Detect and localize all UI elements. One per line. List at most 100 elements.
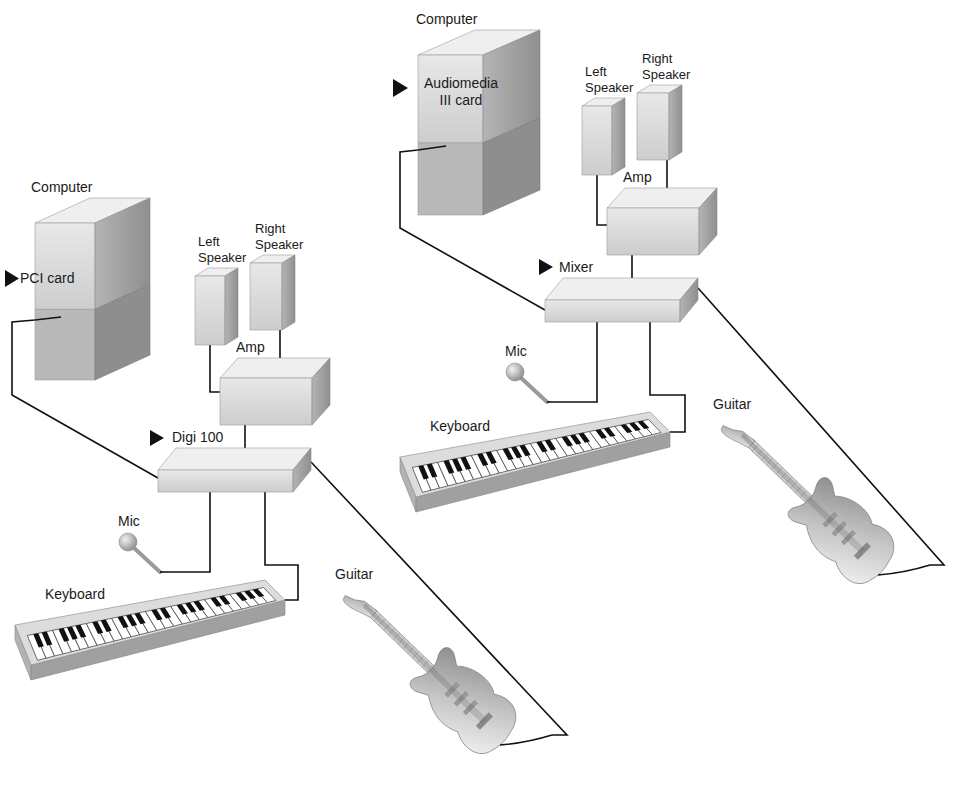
box-front (545, 300, 680, 322)
black-key (219, 596, 231, 605)
black-key (126, 614, 137, 626)
black-key (427, 464, 438, 478)
black-key (629, 422, 641, 431)
guitar-string (743, 433, 864, 550)
cable-stub (878, 565, 930, 575)
component-label: Keyboard (430, 418, 520, 435)
keyboard-top (400, 412, 670, 497)
guitar-fret (790, 481, 796, 488)
box-side (312, 358, 330, 425)
guitar-neck (368, 609, 439, 678)
guitar-string (365, 603, 486, 720)
black-key (604, 428, 616, 437)
mic-handle (133, 547, 160, 572)
box-side (612, 98, 625, 175)
microphone: Mic (505, 362, 552, 410)
black-key (177, 604, 188, 614)
node-shape (250, 255, 295, 330)
cable-stub (500, 735, 552, 745)
black-key (134, 613, 145, 625)
device-box: Amp (607, 188, 717, 255)
component-label: Guitar (713, 396, 783, 413)
keyboard-instrument: Keyboard (400, 410, 670, 515)
guitar-pickup (463, 700, 477, 715)
guitar-fret (776, 468, 782, 475)
device-box: Amp (220, 358, 330, 425)
guitar-fret (388, 628, 394, 635)
guitar-fret (795, 486, 801, 493)
component-label: Computer (416, 11, 506, 28)
box-side (293, 448, 311, 492)
box-faces (250, 255, 295, 330)
guitar-fret (379, 619, 385, 626)
guitar-instrument: Guitar (718, 415, 930, 605)
box-faces (220, 358, 330, 425)
component-label: Mixer (559, 259, 649, 276)
box-front (582, 106, 612, 175)
guitar-fret (403, 642, 409, 649)
component-label: Computer (31, 179, 121, 196)
mic-handle (520, 377, 547, 402)
pointer-triangle (5, 270, 19, 287)
black-key (460, 457, 471, 470)
guitar-bridge (854, 542, 871, 559)
black-key (536, 441, 547, 452)
box-front (637, 93, 669, 160)
device-box: ComputerPCI card (35, 198, 150, 380)
black-key (418, 465, 429, 479)
black-key (578, 433, 589, 443)
node-shape (718, 415, 930, 605)
guitar-figure (706, 398, 904, 593)
guitar-string (364, 605, 484, 721)
guitar-pickup (841, 530, 855, 545)
node-shape (220, 358, 330, 425)
cable-stub (547, 401, 552, 403)
guitar-pickup (445, 683, 459, 698)
component-label: Right Speaker (255, 221, 311, 252)
box-faces (195, 268, 238, 345)
guitar-pickup (832, 521, 846, 536)
box-front (220, 378, 312, 425)
box-top (607, 188, 717, 208)
mic-head (506, 363, 524, 381)
device-box: Right Speaker (250, 255, 295, 330)
black-key (236, 592, 248, 601)
guitar-fret (752, 444, 758, 451)
black-key (570, 434, 581, 444)
guitar-fret (762, 454, 768, 461)
component-label: PCI card (20, 270, 100, 287)
device-box: Left Speaker (195, 268, 238, 345)
pointer-triangle (150, 430, 164, 446)
device-box: Left Speaker (582, 98, 625, 175)
component-label: Amp (623, 169, 673, 186)
component-label: Guitar (335, 566, 405, 583)
black-key (503, 448, 514, 460)
black-key (545, 440, 556, 451)
box-front (35, 223, 95, 309)
guitar-string (363, 606, 484, 723)
guitar-fret (800, 491, 806, 498)
box-side (680, 278, 698, 322)
box-front (607, 208, 699, 255)
signal-cable (279, 330, 281, 358)
black-key (477, 453, 488, 466)
black-key (160, 608, 171, 619)
guitar-fret (408, 647, 414, 654)
black-key (621, 424, 633, 433)
black-key (452, 458, 463, 471)
guitar-string (362, 606, 483, 723)
node-shape (545, 278, 698, 322)
node-shape (35, 198, 150, 380)
black-key (92, 621, 103, 634)
box-side (225, 268, 238, 345)
component-label: Keyboard (45, 586, 135, 603)
guitar-fret (412, 651, 418, 658)
black-key (253, 589, 265, 597)
component-label: Audiomedia III card (420, 75, 502, 109)
component-label: Right Speaker (642, 51, 698, 82)
node-shape (418, 30, 540, 215)
guitar-fret (786, 477, 792, 484)
signal-cable (244, 425, 246, 448)
black-key (444, 460, 455, 474)
black-key (101, 620, 112, 632)
